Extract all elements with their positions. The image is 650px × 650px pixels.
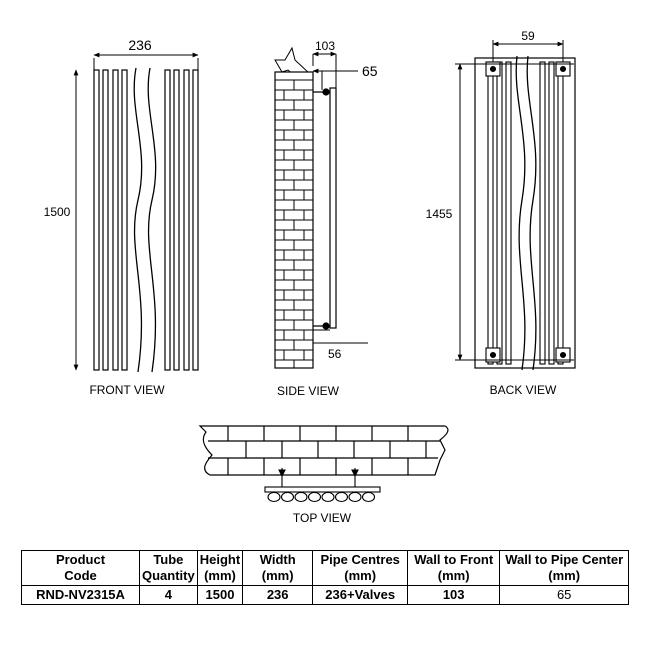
- cell-width: 236: [242, 585, 314, 605]
- cell-wall-to-front: 103: [407, 585, 501, 605]
- back-dimensions: [455, 40, 564, 361]
- front-tubes: [93, 69, 199, 371]
- side-view-label: SIDE VIEW: [277, 384, 340, 398]
- cell-product-code: RND-NV2315A: [21, 585, 140, 605]
- col-pipe-centres: Pipe Centres(mm): [312, 550, 409, 586]
- cell-pipe-centres: 236+Valves: [312, 585, 409, 605]
- col-height: Height(mm): [196, 550, 244, 586]
- top-view: TOP VIEW: [198, 425, 449, 525]
- back-bracket-dim-text: 59: [521, 29, 535, 43]
- side-bottom-dim-text: 56: [328, 347, 342, 361]
- side-dimensions: [312, 51, 368, 344]
- top-wall-bricks: [198, 425, 449, 476]
- cell-height: 1500: [196, 585, 244, 605]
- spec-data-row: RND-NV2315A 4 1500 236 236+Valves 103 65: [21, 585, 630, 605]
- col-width: Width(mm): [242, 550, 314, 586]
- front-view-label: FRONT VIEW: [89, 383, 165, 397]
- front-break-lines: [133, 67, 157, 373]
- side-radiator: [313, 87, 337, 330]
- back-view: 59 1455 BACK VIEW: [426, 29, 576, 397]
- col-wall-to-front: Wall to Front(mm): [407, 550, 501, 586]
- front-view: 236 1500 FRONT VIEW: [44, 37, 199, 397]
- col-wall-to-pipe-center: Wall to Pipe Center(mm): [499, 550, 630, 586]
- front-width-dim-text: 236: [128, 37, 152, 53]
- cell-tube-quantity: 4: [139, 585, 198, 605]
- side-wall-to-front-dim-text: 103: [315, 39, 335, 53]
- front-height-dim-text: 1500: [44, 205, 71, 219]
- side-wall-bricks: [274, 46, 314, 369]
- top-view-label: TOP VIEW: [293, 511, 352, 525]
- back-frame: [474, 57, 576, 369]
- back-height-dim-text: 1455: [426, 207, 453, 221]
- cell-wall-to-pipe-center: 65: [499, 585, 630, 605]
- top-radiator: [264, 468, 381, 503]
- side-view: 103 65 56 SIDE VIEW: [274, 39, 378, 398]
- back-brackets: [476, 61, 574, 363]
- back-tubes: [487, 61, 564, 365]
- side-pipe-offset-dim-text: 65: [362, 63, 378, 79]
- back-view-label: BACK VIEW: [490, 383, 557, 397]
- front-width-dimension: [93, 52, 199, 70]
- back-break-lines: [515, 55, 537, 371]
